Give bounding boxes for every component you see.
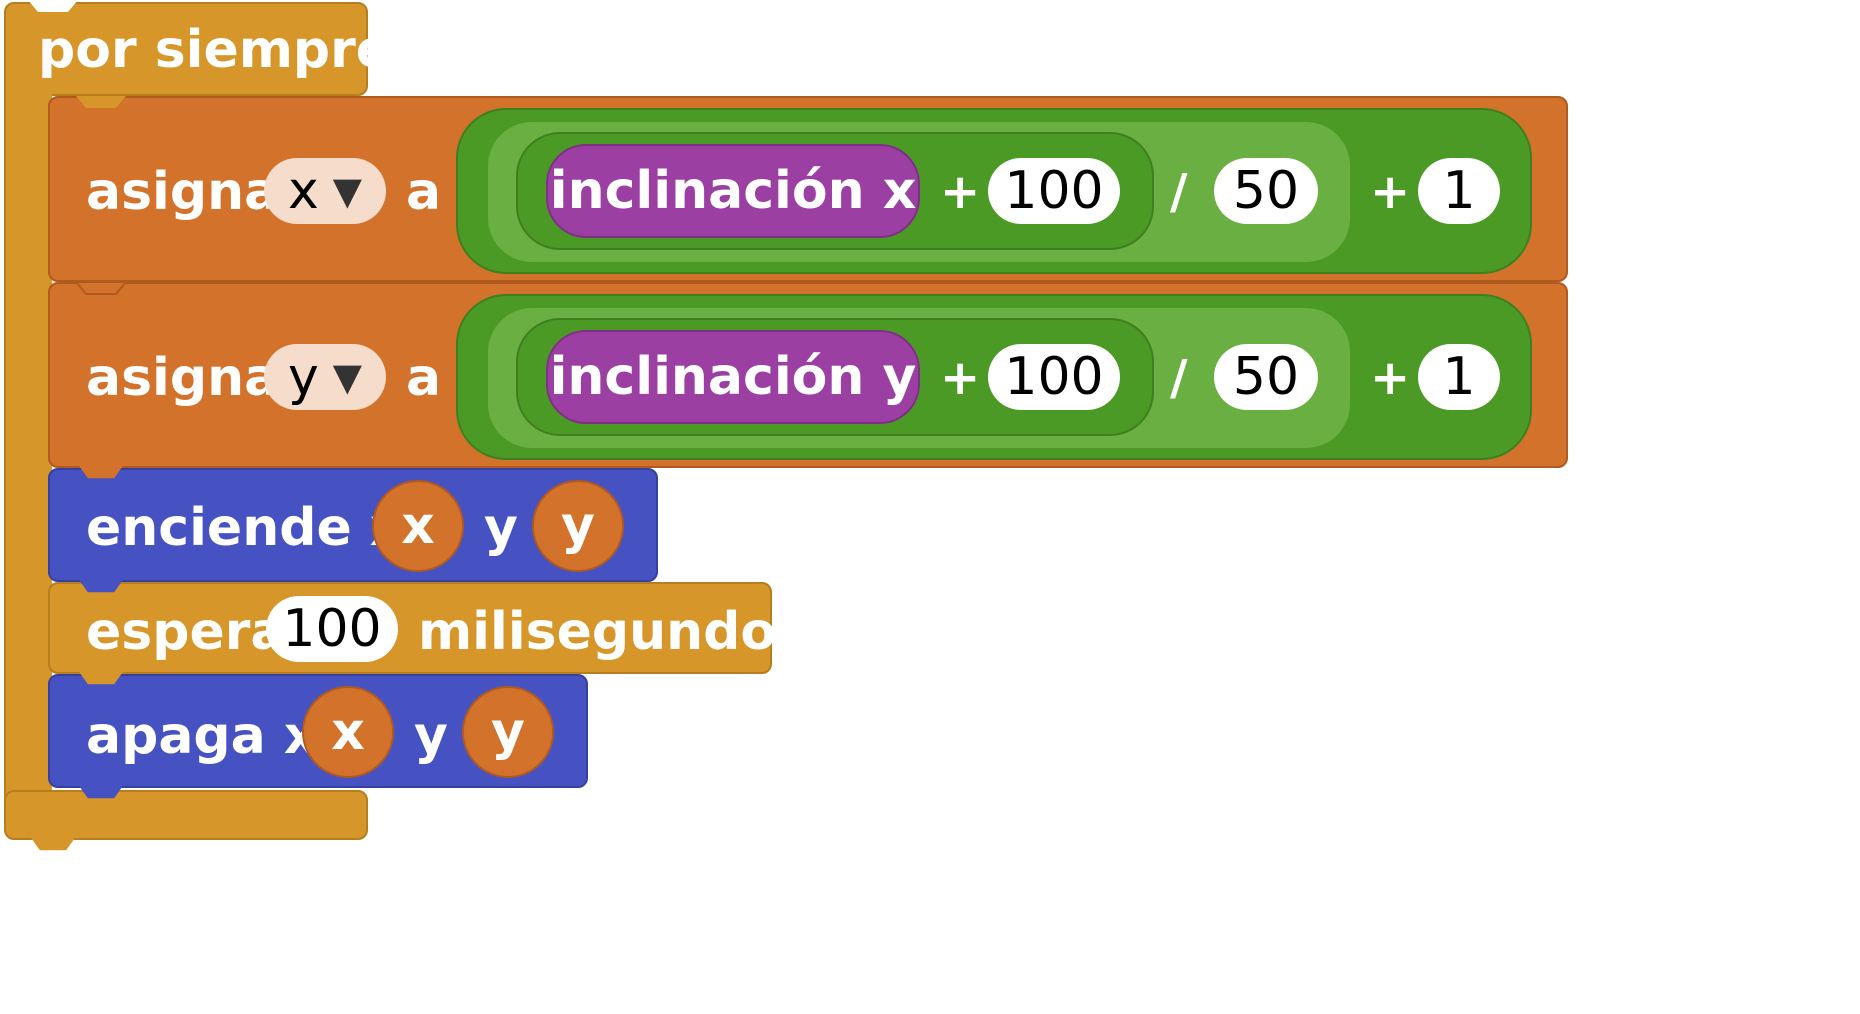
variable-reporter-y[interactable]: y — [462, 686, 554, 778]
plus-operator: + — [940, 164, 981, 220]
plot-y-label: y — [484, 498, 518, 558]
plus-operator: + — [1370, 164, 1411, 220]
unplot-notch — [79, 672, 123, 685]
variable-reporter-y[interactable]: y — [532, 480, 624, 572]
set-y-to-label: a — [406, 348, 442, 408]
dropdown-caret-icon: ▼ — [332, 169, 362, 213]
number-input[interactable]: 1 — [1418, 344, 1500, 410]
plus-operator: + — [1370, 350, 1411, 406]
unplot-y-label: y — [414, 706, 448, 766]
set-x-to-label: a — [406, 162, 442, 222]
forever-footer — [4, 790, 368, 840]
variable-reporter-x[interactable]: x — [302, 686, 394, 778]
forever-header[interactable] — [4, 2, 368, 96]
unplot-bottom-notch — [79, 786, 123, 799]
set-y-label: asigna — [86, 348, 280, 408]
variable-name: y — [287, 347, 319, 407]
plot-label: enciende x — [86, 498, 404, 558]
pause-notch — [79, 580, 123, 593]
number-input[interactable]: 50 — [1214, 158, 1318, 224]
set-x-label: asigna — [86, 162, 280, 222]
pause-unit-label: milisegundos — [418, 602, 808, 662]
variable-dropdown-y[interactable]: y ▼ — [264, 344, 386, 410]
variable-dropdown-x[interactable]: x ▼ — [264, 158, 386, 224]
pause-body[interactable] — [48, 582, 772, 674]
forever-top-notch — [28, 0, 78, 12]
number-input[interactable]: 100 — [988, 344, 1120, 410]
forever-bottom-notch — [31, 838, 75, 851]
divide-operator: / — [1170, 350, 1188, 406]
sensor-tilt-x[interactable]: inclinación x — [546, 144, 920, 238]
unplot-label: apaga x — [86, 706, 318, 766]
variable-reporter-x[interactable]: x — [372, 480, 464, 572]
set-y-notch — [76, 282, 126, 295]
pause-duration-input[interactable]: 100 — [266, 596, 398, 662]
number-input[interactable]: 50 — [1214, 344, 1318, 410]
sensor-tilt-y[interactable]: inclinación y — [546, 330, 920, 424]
divide-operator: / — [1170, 164, 1188, 220]
variable-name: x — [287, 161, 319, 221]
number-input[interactable]: 100 — [988, 158, 1120, 224]
set-x-notch — [76, 96, 126, 108]
number-input[interactable]: 1 — [1418, 158, 1500, 224]
pause-label: espera — [86, 602, 286, 662]
plot-notch — [79, 466, 123, 479]
forever-arm — [4, 80, 52, 820]
dropdown-caret-icon: ▼ — [332, 355, 362, 399]
forever-label: por siempre — [38, 20, 392, 80]
plus-operator: + — [940, 350, 981, 406]
